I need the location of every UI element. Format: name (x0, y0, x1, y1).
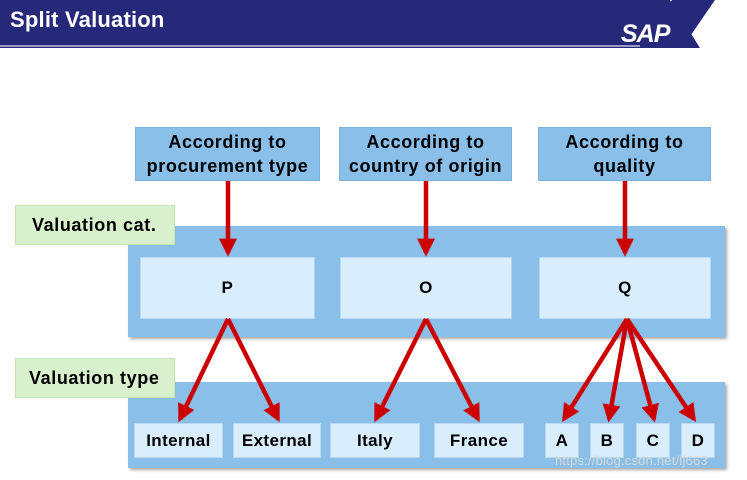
valuation-category-q: Q (539, 257, 711, 319)
valuation-category-label: Valuation cat. (15, 205, 175, 245)
valuation-type-italy: Italy (330, 423, 420, 458)
valuation-category-o: O (340, 257, 512, 319)
criterion-quality: According to quality (538, 127, 711, 181)
valuation-type-b: B (590, 423, 624, 458)
header-bar: Split Valuation SAP (0, 0, 747, 48)
valuation-category-p: P (140, 257, 315, 319)
page-title: Split Valuation (10, 7, 165, 32)
valuation-type-d: D (681, 423, 715, 458)
valuation-type-internal: Internal (134, 423, 223, 458)
valuation-type-c: C (636, 423, 670, 458)
valuation-type-label: Valuation type (15, 358, 175, 398)
criterion-label: According to quality (565, 132, 684, 176)
valuation-type-a: A (545, 423, 579, 458)
criterion-country-of-origin: According to country of origin (339, 127, 512, 181)
header-background (0, 0, 747, 48)
criterion-label: According to country of origin (348, 132, 503, 176)
valuation-type-france: France (434, 423, 524, 458)
watermark-text: https://blog.csdn.net/lj663 (555, 453, 708, 468)
criterion-label: According to procurement type (146, 132, 309, 176)
criterion-procurement-type: According to procurement type (135, 127, 320, 181)
sap-logo: SAP (621, 20, 670, 48)
valuation-type-external: External (233, 423, 321, 458)
